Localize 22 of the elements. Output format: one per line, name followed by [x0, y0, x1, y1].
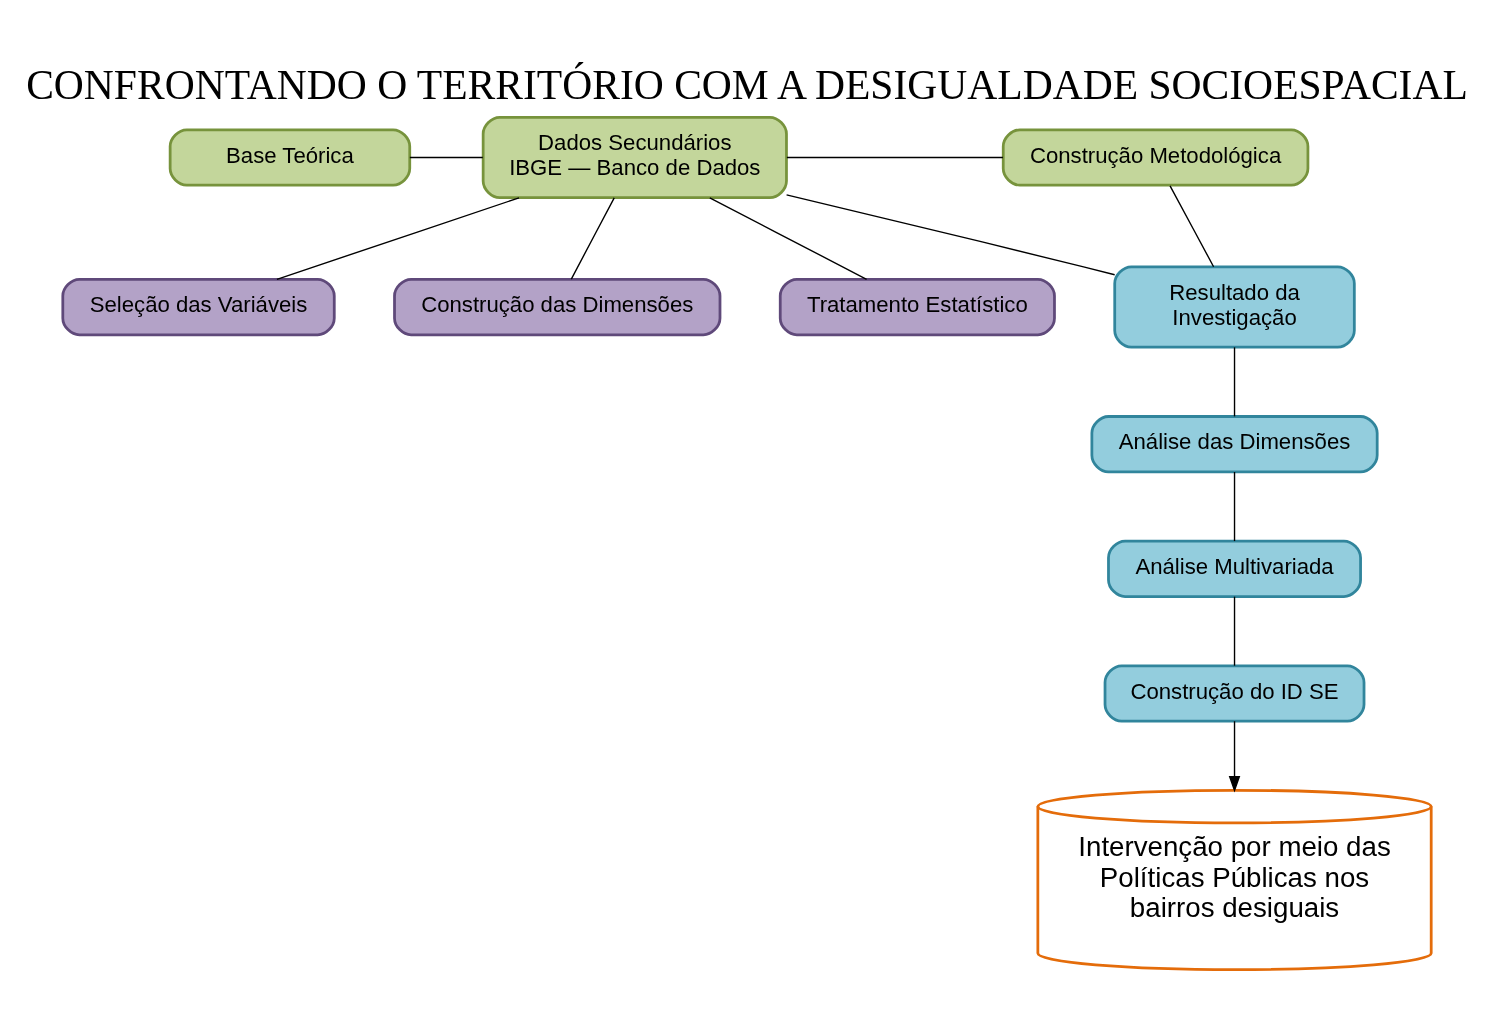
- connector: [1233, 595, 1236, 667]
- node-box: Construção do ID SE: [1103, 664, 1366, 723]
- connector: [709, 197, 868, 280]
- node-box: Resultado da Investigação: [1113, 265, 1356, 349]
- connector: [1233, 471, 1236, 542]
- node-box: Análise das Dimensões: [1090, 415, 1379, 474]
- node-box: Análise Multivariada: [1107, 539, 1362, 598]
- connector: [785, 194, 1116, 276]
- connector: [409, 156, 484, 159]
- connector: [1169, 185, 1215, 268]
- node-box: Tratamento Estatístico: [778, 278, 1056, 337]
- connector: [570, 197, 615, 280]
- connector: [1233, 346, 1236, 418]
- connector: [786, 156, 1004, 159]
- arrow: [1228, 720, 1241, 793]
- node-box: Base Teórica: [168, 128, 412, 187]
- node-box: Construção Metodológica: [1001, 128, 1310, 187]
- diagram-title: CONFRONTANDO O TERRITÓRIO COM A DESIGUALDADE SOCIOESPACIAL: [26, 62, 1468, 109]
- node-box: Construção das Dimensões: [393, 278, 722, 337]
- node-box: Dados Secundários IBGE — Banco de Dados: [481, 115, 788, 200]
- connector: [276, 197, 520, 280]
- node-box: Seleção das Variáveis: [61, 278, 336, 337]
